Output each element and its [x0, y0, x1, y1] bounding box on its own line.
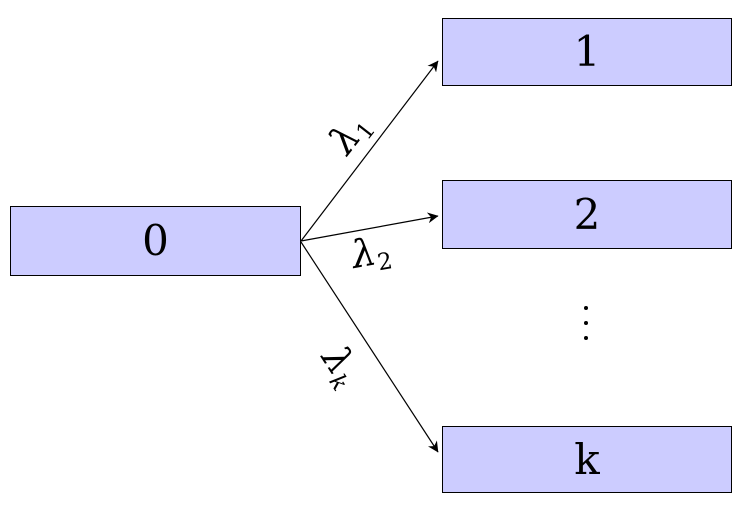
- node-1-label: 1: [573, 27, 601, 76]
- arrow-0-to-2: [300, 212, 439, 242]
- node-2-label: 2: [573, 189, 601, 239]
- node-1: 1: [442, 18, 732, 86]
- vertical-ellipsis: [584, 306, 588, 340]
- node-0-label: 0: [142, 216, 169, 265]
- ellipsis-dot: [584, 336, 588, 340]
- ellipsis-dot: [584, 321, 588, 325]
- arrow-0-to-1: [300, 60, 439, 242]
- arrow-0-to-k: [300, 241, 439, 453]
- node-2: 2: [442, 180, 732, 249]
- node-0: 0: [10, 206, 301, 276]
- node-k-label: k: [574, 434, 600, 484]
- ellipsis-dot: [584, 306, 588, 310]
- edge-label-lambda-2: λ2: [348, 230, 394, 278]
- node-k: k: [442, 426, 732, 493]
